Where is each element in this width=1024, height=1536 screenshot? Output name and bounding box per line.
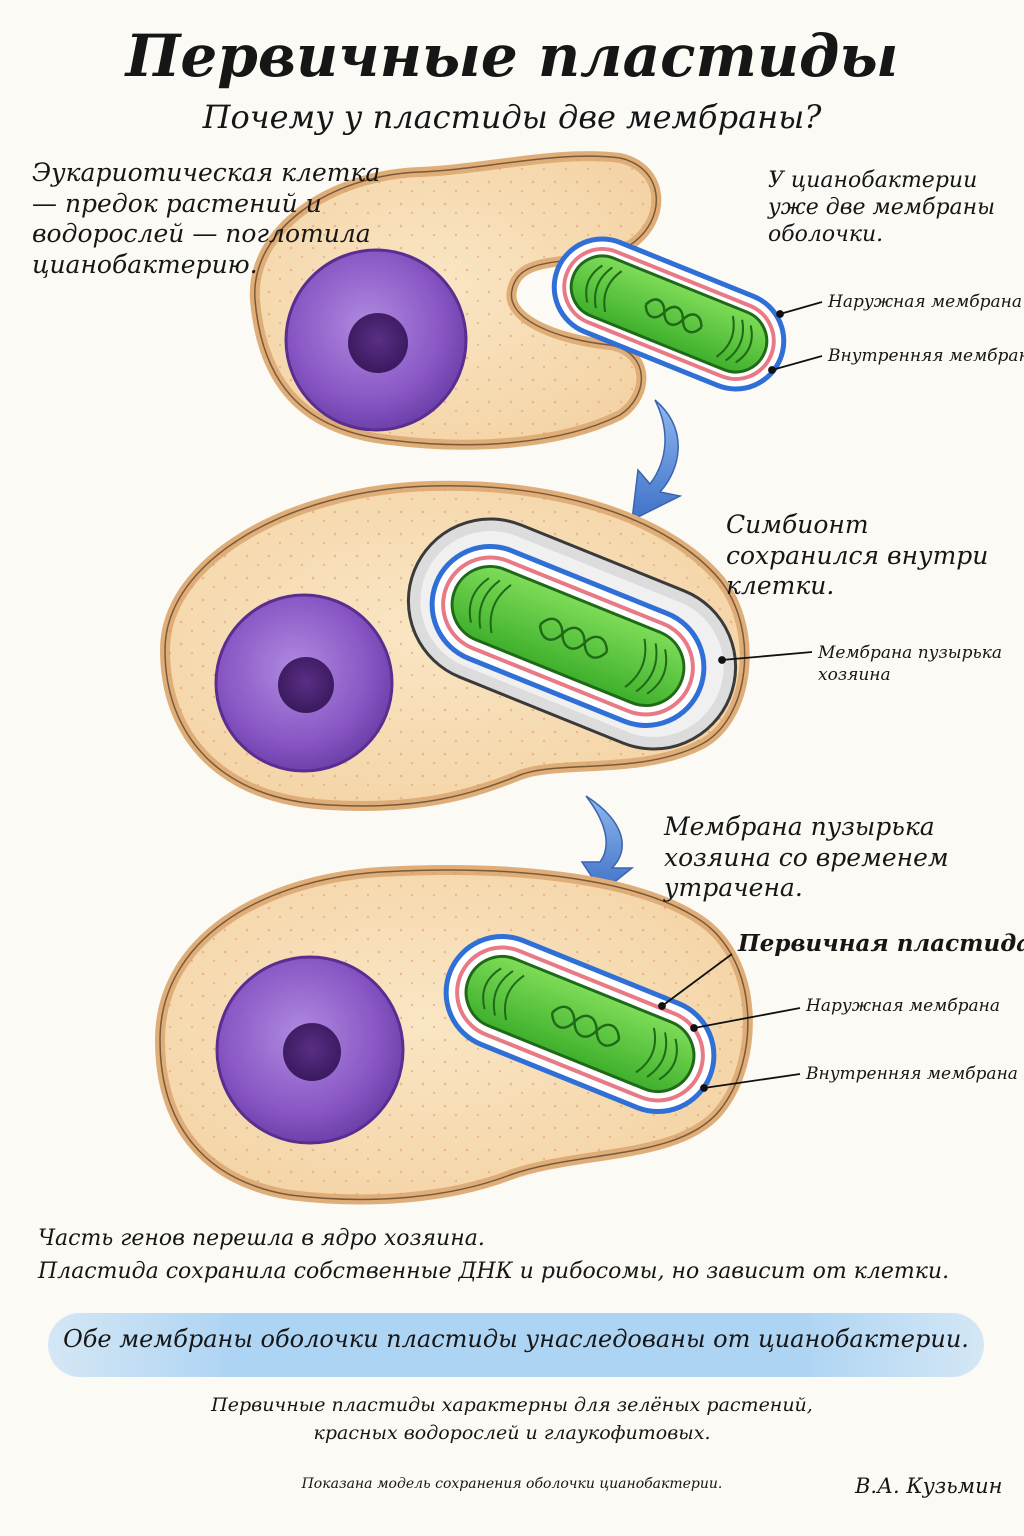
thylakoid-icon — [468, 577, 668, 695]
note-line2: красных водорослей и глаукофитовых. — [313, 1421, 711, 1444]
stage1-caption-left: Эукариотическая клетка — предок растений… — [32, 158, 381, 279]
stage1-inner-membrane-label: Внутренняя мембрана — [828, 346, 1024, 366]
stage1-leader-lines — [768, 301, 823, 374]
down-arrow-icon — [580, 795, 635, 894]
stage1-outer-membrane-label: Наружная мембрана — [828, 292, 1022, 312]
stage2-leader-line — [718, 651, 813, 664]
stage1-nucleus — [284, 248, 468, 432]
dna-icon — [550, 1005, 621, 1047]
highlight-text: Обе мембраны оболочки пластиды унаследов… — [63, 1325, 969, 1353]
page-subtitle: Почему у пластиды две мембраны? — [202, 98, 822, 136]
thylakoid-icon — [482, 967, 678, 1081]
stage3-inner-membrane-label: Внутренняя мембрана — [806, 1064, 1018, 1084]
stage3-nucleus — [215, 955, 405, 1145]
stage2-vesicle-membrane-label: Мембрана пузырька хозяина — [818, 643, 1003, 686]
highlight-band — [48, 1313, 984, 1377]
down-arrow-icon — [631, 399, 683, 522]
dna-icon — [644, 298, 703, 334]
stage3-leader-lines — [658, 953, 801, 1092]
stage3-outer-membrane-label: Наружная мембрана — [806, 996, 1000, 1016]
stage1-cyanobacterium — [551, 236, 787, 392]
stage1-caption-right: У цианобактерии уже две мембраны оболочк… — [768, 168, 996, 247]
dna-icon — [538, 617, 609, 659]
bottom-summary: Часть генов перешла в ядро хозяина. Плас… — [38, 1222, 1008, 1288]
page-title: Первичные пластиды — [125, 22, 899, 90]
thylakoid-icon — [585, 264, 753, 364]
stage2-nucleus — [214, 593, 394, 773]
note: Первичные пластиды характерны для зелёны… — [0, 1392, 1024, 1447]
footnote: Показана модель сохранения оболочки циан… — [301, 1476, 723, 1492]
bottom-summary-line1: Часть генов перешла в ядро хозяина. — [38, 1226, 485, 1251]
stage3-primary-plastid — [443, 934, 717, 1114]
bottom-summary-line2: Пластида сохранила собственные ДНК и риб… — [38, 1259, 950, 1284]
stage2-endosymbiont — [429, 544, 707, 728]
stage2-caption: Симбионт сохранился внутри клетки. — [726, 510, 989, 600]
note-line1: Первичные пластиды характерны для зелёны… — [211, 1394, 813, 1416]
author-signature: В.А. Кузьмин — [855, 1474, 1003, 1498]
stage3-primary-plastid-label: Первичная пластида. — [738, 930, 1024, 957]
stage3-caption: Мембрана пузырька хозяина со временем ут… — [664, 812, 949, 902]
